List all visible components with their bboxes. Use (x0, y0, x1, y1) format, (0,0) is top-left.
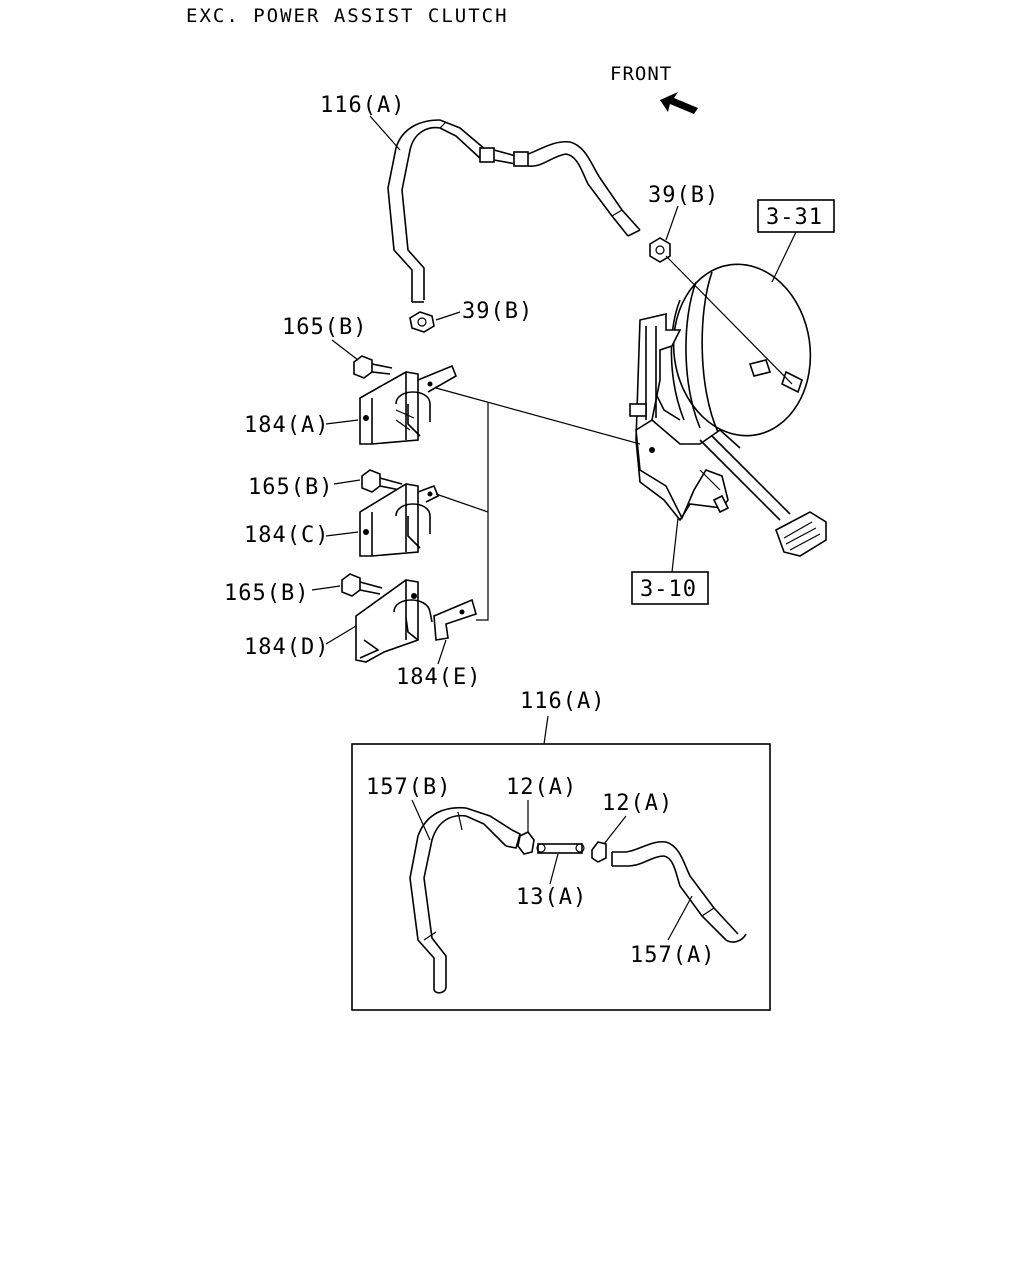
brake-booster (649, 255, 812, 437)
bracket-184e (433, 598, 477, 641)
leader-165b-c (333, 479, 361, 485)
bolt-165b-a (353, 355, 393, 379)
bolt-165b-d (341, 573, 383, 597)
ref-3-10: 3-10 (640, 577, 697, 602)
ref-3-31: 3-31 (766, 205, 823, 230)
detail-inset-box (351, 743, 771, 1011)
leader-184c (325, 531, 359, 537)
label-184e: 184(E) (396, 665, 481, 690)
bracket-184d (355, 579, 433, 663)
leader-13a (549, 853, 559, 885)
leader-157a (667, 895, 693, 941)
label-165b-d: 165(B) (224, 581, 309, 606)
leader-39b-upper (665, 205, 679, 241)
bolt-165b-c (361, 469, 403, 493)
label-116a: 116(A) (320, 93, 405, 118)
diagram-title: EXC. POWER ASSIST CLUTCH (186, 5, 509, 27)
ref-box-3-31: 3-31 (757, 199, 835, 283)
leader-184e (437, 639, 447, 665)
label-12a-left: 12(A) (506, 775, 577, 800)
label-165b-a: 165(B) (282, 315, 367, 340)
bracket-184c (359, 483, 440, 557)
front-label: FRONT (610, 63, 672, 85)
label-39b-upper: 39(B) (648, 183, 719, 208)
label-12a-right: 12(A) (602, 791, 673, 816)
nut-12a-right (591, 841, 607, 863)
pedal-bracket (629, 312, 791, 522)
leader-116a (369, 115, 401, 151)
label-184a: 184(A) (244, 413, 329, 438)
label-184d: 184(D) (244, 635, 329, 660)
pipe-116a (387, 119, 641, 303)
clip-39b-mid (409, 311, 435, 333)
leader-165b-a (331, 339, 359, 361)
label-13a: 13(A) (516, 885, 587, 910)
leader-184a (325, 419, 359, 425)
clip-39b-upper (649, 237, 671, 263)
leader-39b-mid (435, 311, 461, 321)
label-157a: 157(A) (630, 943, 715, 968)
assembly-tie-lines (435, 387, 641, 621)
leader-184d (325, 625, 357, 645)
bracket-184a (359, 364, 458, 445)
hose-157b (409, 806, 521, 994)
pipe-13a (536, 843, 585, 854)
detail-title: 116(A) (520, 689, 605, 714)
leader-12a-right (603, 815, 627, 845)
leader-157b (411, 799, 431, 841)
front-arrow-icon (660, 92, 698, 114)
leader-165b-d (311, 585, 341, 591)
label-157b: 157(B) (366, 775, 451, 800)
ref-box-3-10: 3-10 (631, 517, 709, 605)
label-165b-c: 165(B) (248, 475, 333, 500)
detail-leader (543, 715, 549, 745)
label-184c: 184(C) (244, 523, 329, 548)
hose-157a (611, 840, 747, 943)
clutch-pedal-pad (775, 511, 827, 557)
label-39b-mid: 39(B) (462, 299, 533, 324)
